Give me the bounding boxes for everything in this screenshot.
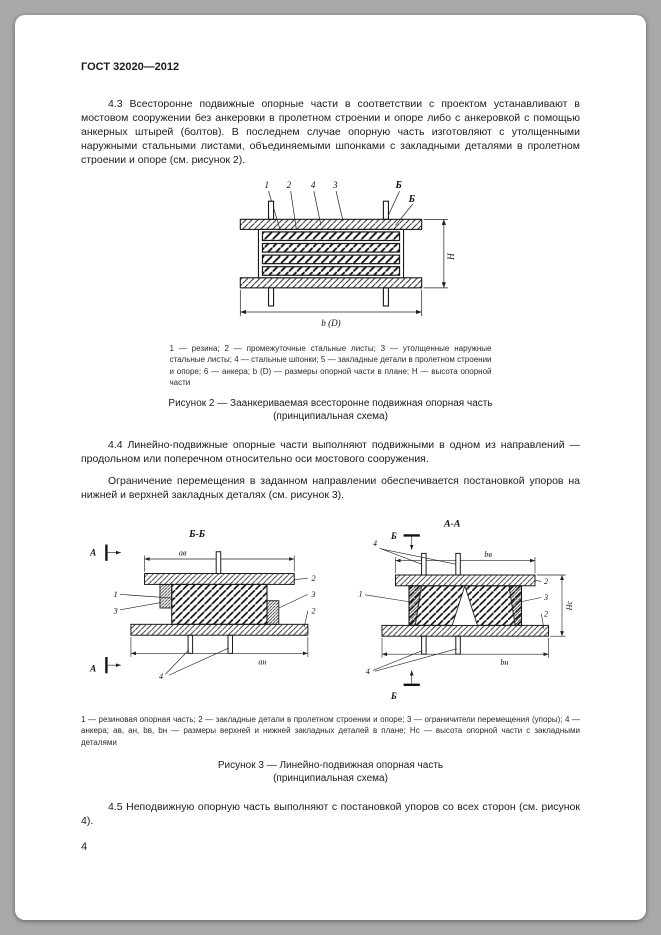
fig3-left-label-1: 1 [114, 590, 118, 599]
svg-text:Hс: Hс [565, 600, 574, 611]
figure3-caption-line2: (принципиальная схема) [273, 773, 388, 785]
figure3-legend: 1 — резиновая опорная часть; 2 — закладн… [81, 714, 580, 747]
page-content: ГОСТ 32020—2012 4.3 Всесторонне подвижны… [15, 15, 646, 828]
fig3-left-bottom-anchor-2 [227, 634, 234, 655]
fig3-left-leaders [119, 577, 309, 676]
paragraph-4-5: 4.5 Неподвижную опорную часть выполняют … [81, 800, 580, 827]
figure3-caption-line1: Рисунок 3 — Линейно-подвижная опорная ча… [217, 759, 444, 771]
fig3-section-mark-b-bottom: Б [390, 670, 420, 701]
fig3-left-bottom-plate [130, 623, 309, 636]
fig3-right-bottom-anchor-1 [421, 635, 427, 655]
fig2-label-1: 1 [264, 180, 269, 190]
fig2-dimension-H: H [423, 219, 455, 289]
fig2-rubber-laminate [257, 229, 404, 279]
fig3-left-label-2b: 2 [311, 607, 315, 616]
fig2-section-letter-b-top: Б [394, 180, 402, 191]
fig2-section-letter-b-bottom: Б [407, 195, 415, 206]
fig3-left-stop-left [159, 584, 173, 609]
fig3-right-dim-hc: Hс [536, 574, 574, 637]
svg-text:bн: bн [500, 658, 508, 667]
fig3-right-dim-bv: bв [395, 550, 536, 573]
paragraph-4-3: 4.3 Всесторонне подвижные опорные части … [81, 98, 580, 167]
fig3-right-bottom-anchor-2 [455, 635, 461, 655]
fig3-section-mark-b-top: Б [390, 531, 420, 550]
figure3-right-view: А-А Б Б bв [359, 518, 574, 701]
svg-text:А: А [89, 664, 96, 674]
fig3-left-label-3b: 3 [310, 590, 315, 599]
fig3-left-stop-right [266, 600, 280, 625]
fig3-section-mark-a-top: А [89, 544, 121, 561]
fig3-right-label-2a: 2 [544, 577, 548, 586]
figure2: 1 2 4 3 Б Б [81, 175, 580, 424]
fig2-dimension-b: b (D) [239, 290, 422, 328]
figure2-caption-line1: Рисунок 2 — Заанкериваемая всесторонне п… [168, 397, 493, 409]
fig3-right-top-plate [395, 574, 536, 587]
fig2-label-2: 2 [286, 180, 291, 190]
page-number: 4 [81, 841, 88, 853]
svg-text:aн: aн [258, 657, 266, 666]
figure2-legend: 1 — резина; 2 — промежуточные стальные л… [169, 343, 492, 388]
fig3-right-label-4b: 4 [366, 667, 370, 676]
fig2-dim-H-label: H [445, 253, 455, 261]
fig3-left-top-anchor [215, 551, 222, 575]
svg-text:aв: aв [179, 549, 187, 558]
fig3-left-label-4: 4 [159, 672, 163, 681]
fig3-right-bottom-plate [381, 624, 549, 637]
fig3-right-rubber-block [408, 584, 523, 626]
fig3-right-dim-bn: bн [381, 637, 549, 667]
fig3-left-rubber-block [171, 584, 268, 626]
fig3-right-top-anchor-2 [455, 552, 461, 576]
svg-text:А: А [89, 548, 96, 558]
fig3-right-label-2b: 2 [544, 609, 548, 618]
document-page: ГОСТ 32020—2012 4.3 Всесторонне подвижны… [15, 15, 646, 920]
svg-text:Б: Б [390, 691, 397, 701]
fig3-left-label-2a: 2 [311, 574, 315, 583]
fig3-left-dim-an: aн [130, 637, 309, 666]
fig3-right-label-1: 1 [359, 589, 363, 598]
fig2-label-3: 3 [332, 180, 338, 190]
fig3-section-mark-a-bottom: А [89, 657, 121, 674]
figure3-caption: Рисунок 3 — Линейно-подвижная опорная ча… [81, 759, 580, 786]
svg-text:Б: Б [390, 531, 397, 541]
figure3: Б-Б А А aв [81, 510, 580, 710]
fig3-left-title: Б-Б [188, 529, 206, 540]
fig3-left-bottom-anchor-1 [187, 634, 194, 655]
figure2-drawing: 1 2 4 3 Б Б [239, 180, 455, 328]
paragraph-4-4-cont: Ограничение перемещения в заданном напра… [81, 475, 580, 502]
fig2-bottom-plate [239, 277, 422, 289]
figure2-caption: Рисунок 2 — Заанкериваемая всесторонне п… [81, 397, 580, 424]
fig3-right-top-anchor-1 [421, 552, 427, 576]
figure2-caption-line2: (принципиальная схема) [273, 411, 388, 423]
svg-text:bв: bв [484, 550, 492, 559]
fig3-right-leaders [364, 547, 545, 672]
figure3-left-view: Б-Б А А aв [89, 529, 315, 681]
fig3-left-top-plate [144, 573, 295, 586]
fig3-right-title: А-А [443, 518, 461, 529]
fig3-right-label-4a: 4 [373, 539, 377, 548]
fig3-right-label-3: 3 [543, 593, 548, 602]
fig2-dim-b-label: b (D) [321, 318, 340, 328]
fig2-label-4: 4 [310, 180, 315, 190]
fig2-anchors [267, 200, 389, 307]
fig2-top-plate [239, 219, 422, 231]
fig3-right-stop-left [408, 585, 423, 626]
fig3-left-label-3a: 3 [113, 607, 118, 616]
paragraph-4-4: 4.4 Линейно-подвижные опорные части выпо… [81, 438, 580, 465]
fig3-right-stop-right [508, 585, 522, 626]
doc-number-header: ГОСТ 32020—2012 [81, 61, 180, 73]
